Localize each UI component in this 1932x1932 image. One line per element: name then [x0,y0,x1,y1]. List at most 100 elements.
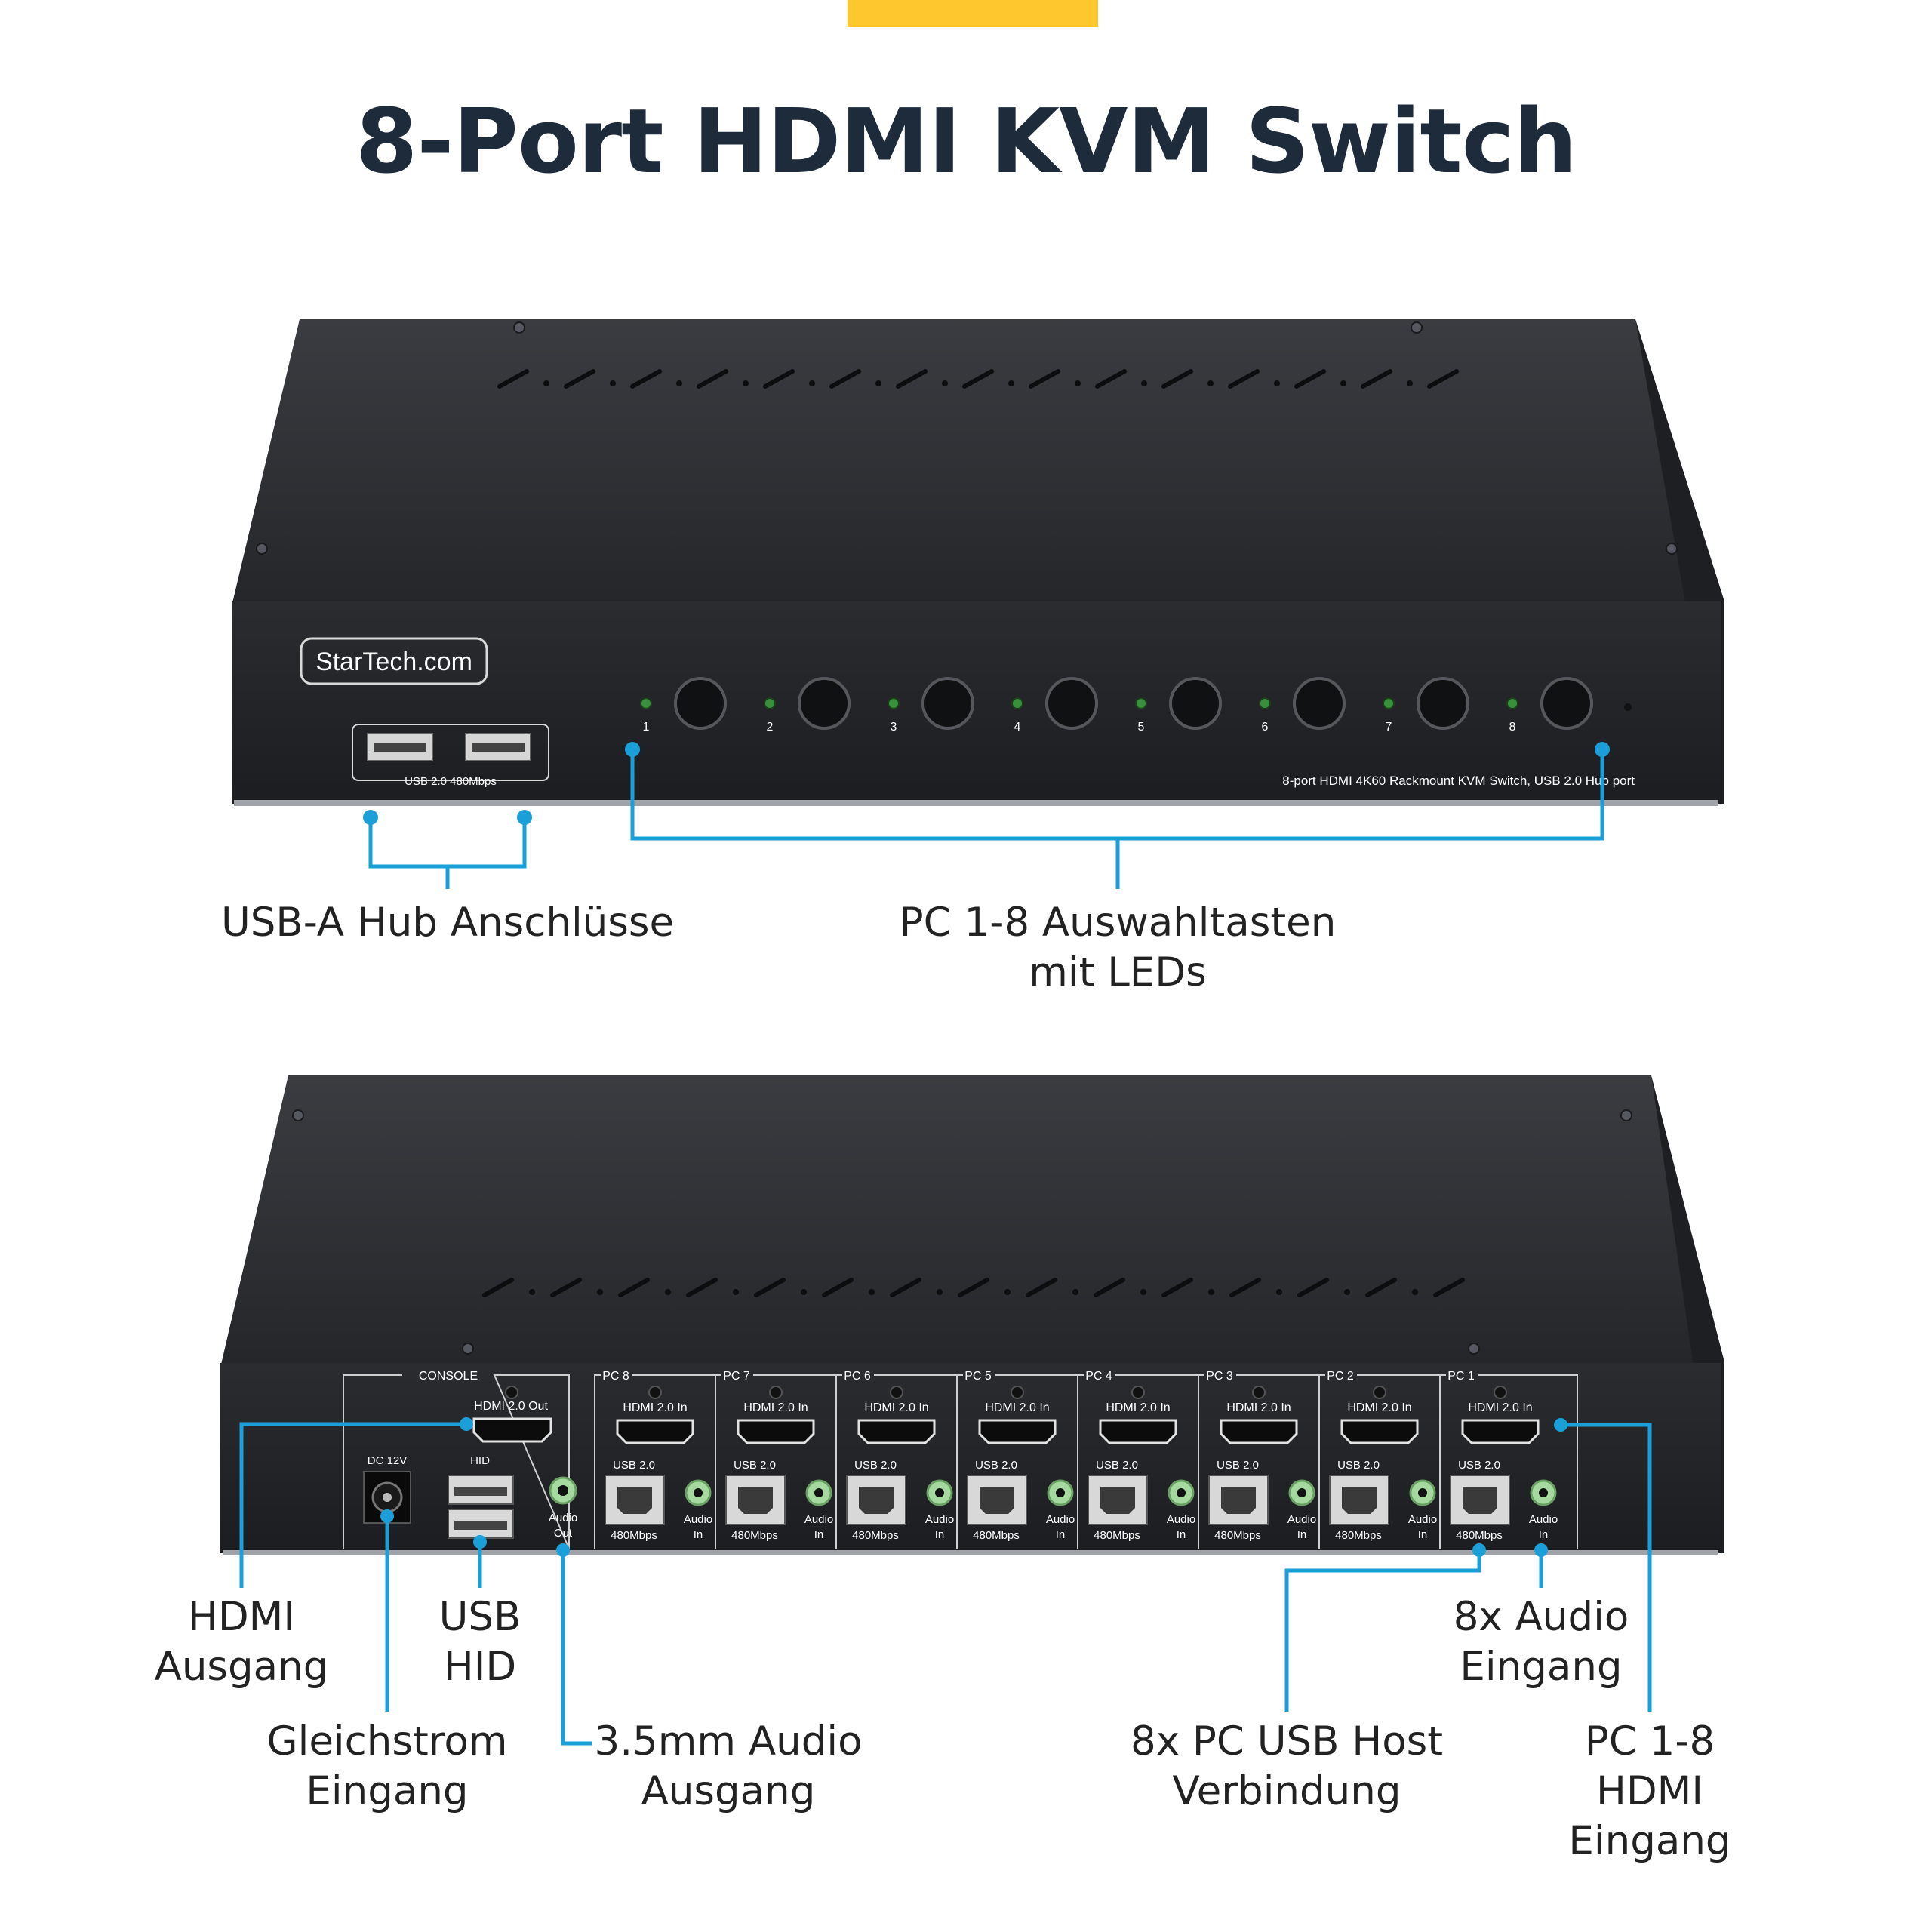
vent-hole [1407,380,1413,386]
pc-label: PC 1 [1447,1370,1475,1383]
brand-badge [300,637,488,685]
pc-group-frame [1318,1374,1440,1549]
callout-dot-usb-host [1472,1543,1486,1557]
audio-in-label-1: Audio [804,1513,833,1526]
usb-speed-label: 480Mbps [1094,1529,1140,1542]
hdmi-in-port[interactable] [616,1419,694,1444]
vent-slot [1095,369,1127,389]
hdmi-out-label: HDMI 2.0 Out [474,1400,548,1413]
audio-in-label-2: In [935,1528,945,1541]
screw [1468,1343,1480,1355]
hdmi-out-port[interactable] [472,1417,552,1443]
audio-in-label-1: Audio [1046,1513,1075,1526]
vent-slot [958,1278,989,1297]
vent-slot [754,1278,786,1297]
vent-hole [1344,1289,1350,1295]
pc-select-button-4[interactable] [1045,677,1098,730]
vent-hole [733,1289,739,1295]
pc-select-button-3[interactable] [921,677,974,730]
usb-speed-label: 480Mbps [731,1529,778,1542]
page-title: 8-Port HDMI KVM Switch [355,89,1577,193]
vent-hole [875,380,881,386]
hid-label: HID [470,1454,490,1467]
pc-group-screw [890,1386,903,1399]
callout-usb-hub [368,817,527,889]
audio-in-jack-hole [935,1488,944,1497]
vent-slot [697,369,728,389]
pc-group-screw [1494,1386,1507,1399]
usb-label: USB 2.0 [1096,1459,1138,1472]
vent-hole [743,380,749,386]
usb-label: USB 2.0 [975,1459,1017,1472]
vent-slot [1029,369,1060,389]
pc-label: PC 2 [1327,1370,1354,1383]
hdmi-in-label: HDMI 2.0 In [1468,1401,1532,1414]
hdmi-in-port[interactable] [857,1419,936,1444]
pc-group-screw [648,1386,662,1399]
usb-speed-label: 480Mbps [611,1529,657,1542]
vent-slot [1297,1278,1329,1297]
pc-group-screw [1131,1386,1145,1399]
usb-b-port-tongue [1100,1487,1135,1514]
usb-b-port-tongue [980,1487,1014,1514]
usb-label: USB 2.0 [1217,1459,1259,1472]
pc-led-7 [1383,697,1395,709]
callout-label-audio-out: 3.5mm Audio Ausgang [594,1718,863,1814]
pc-select-button-2[interactable] [798,677,851,730]
vent-hole [1412,1289,1418,1295]
hdmi-in-port[interactable] [1461,1419,1540,1444]
vent-slot [564,369,595,389]
usb-b-port[interactable] [1088,1475,1148,1525]
vent-slot [618,1278,650,1297]
callout-dot-hdmi-in [1554,1418,1567,1432]
usb-speed-label: 480Mbps [973,1529,1020,1542]
vent-hole [942,380,948,386]
vent-slot [1365,1278,1397,1297]
vent-slot [890,1278,921,1297]
audio-out-jack-hole [558,1485,568,1496]
hdmi-in-label: HDMI 2.0 In [743,1401,808,1414]
audio-in-label-2: In [1056,1528,1066,1541]
pc-select-button-6[interactable] [1293,677,1346,730]
audio-in-jack-hole [1297,1488,1306,1497]
pc-group-screw [1011,1386,1024,1399]
vent-slot [1161,369,1193,389]
pc-select-button-1[interactable] [674,677,727,730]
usb-b-port[interactable] [1208,1475,1269,1525]
pc-led-2 [764,697,776,709]
usb-b-port-tongue [859,1487,894,1514]
audio-in-label-2: In [1418,1528,1428,1541]
pc-group-screw [769,1386,783,1399]
pc-label: PC 7 [723,1370,750,1383]
vent-hole [1072,1289,1078,1295]
vent-slot [1361,369,1392,389]
vent-hole [676,380,682,386]
vent-slot [1427,369,1459,389]
hdmi-in-port[interactable] [1099,1419,1177,1444]
hdmi-in-port[interactable] [1220,1419,1298,1444]
hdmi-in-port[interactable] [737,1419,815,1444]
callout-dot-usb-1 [363,810,378,825]
vent-slot [1228,369,1260,389]
hdmi-in-port[interactable] [1340,1419,1419,1444]
vent-hole [1008,380,1014,386]
screw [256,543,268,555]
pc-select-button-8[interactable] [1540,677,1593,730]
hdmi-in-label: HDMI 2.0 In [985,1401,1049,1414]
pc-select-button-7[interactable] [1417,677,1469,730]
pc-group-screw [1252,1386,1266,1399]
usb-label: USB 2.0 [854,1459,897,1472]
hid-usb-port-2-tongue [454,1521,507,1530]
hdmi-in-port[interactable] [978,1419,1057,1444]
pc-select-button-5[interactable] [1169,677,1222,730]
pc-label: PC 8 [602,1370,629,1383]
audio-in-label-1: Audio [1408,1513,1437,1526]
vent-slot [896,369,928,389]
usb-label: USB 2.0 [613,1459,655,1472]
rear-unit: CONSOLE HDMI 2.0 Out DC 12V HID Audio Ou… [220,1075,1724,1555]
callout-pc-buttons [630,749,1604,889]
pc-button-number-5: 5 [1138,721,1145,734]
